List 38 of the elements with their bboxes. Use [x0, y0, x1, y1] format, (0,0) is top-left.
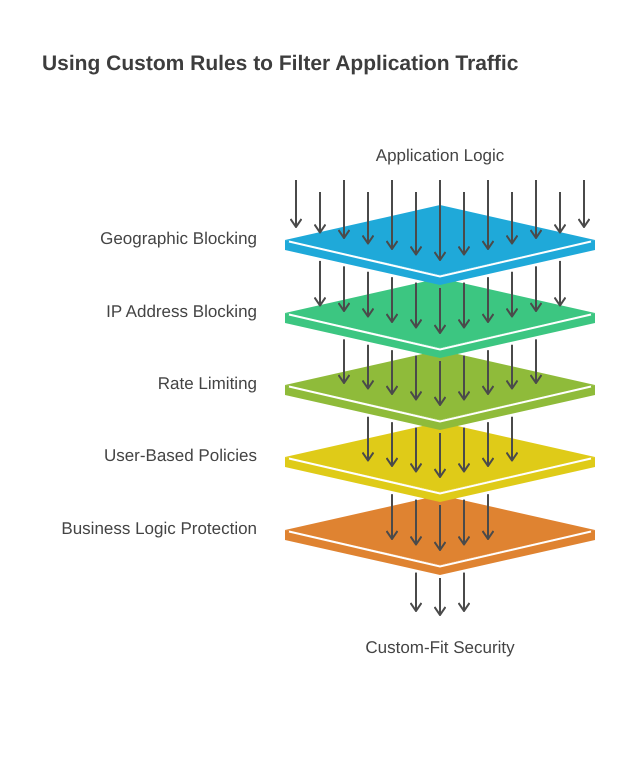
arrow — [362, 192, 374, 244]
arrow — [314, 192, 326, 234]
arrow — [506, 192, 518, 244]
arrow — [458, 356, 470, 400]
arrow — [458, 500, 470, 546]
arrow — [458, 428, 470, 472]
arrow — [482, 180, 494, 250]
arrow — [410, 192, 422, 256]
arrow — [410, 428, 422, 472]
arrow — [434, 433, 446, 478]
arrow — [482, 350, 494, 395]
arrow — [434, 361, 446, 406]
arrow — [578, 180, 590, 228]
title: Using Custom Rules to Filter Application Traffic — [42, 52, 518, 76]
arrow — [386, 180, 398, 250]
arrow — [434, 180, 446, 261]
arrow — [410, 500, 422, 546]
arrow — [290, 180, 302, 228]
arrow — [458, 282, 470, 328]
arrow — [410, 356, 422, 400]
layer-label: Rate Limiting — [158, 374, 257, 394]
arrow — [386, 350, 398, 395]
arrow — [338, 180, 350, 239]
arrow — [434, 288, 446, 334]
flow-label: Custom-Fit Security — [365, 638, 515, 657]
layer-label: Business Logic Protection — [61, 519, 257, 539]
layer-label: Geographic Blocking — [100, 229, 257, 249]
flow-label: Application Logic — [376, 146, 504, 165]
arrow — [458, 192, 470, 256]
arrow — [482, 422, 494, 467]
layer-label: IP Address Blocking — [106, 302, 257, 322]
arrow — [530, 180, 542, 239]
arrow — [434, 578, 446, 616]
layer-label: User-Based Policies — [104, 446, 257, 466]
arrow — [434, 505, 446, 551]
arrow — [554, 192, 566, 234]
arrow — [386, 422, 398, 467]
arrow — [410, 282, 422, 328]
